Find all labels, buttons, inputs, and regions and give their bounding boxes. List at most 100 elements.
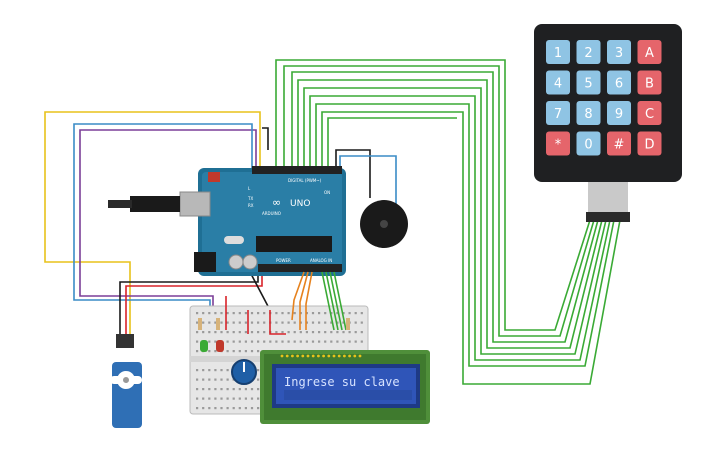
- keypad-key-label: 8: [584, 107, 592, 122]
- breadboard-hole: [250, 331, 254, 334]
- breadboard-hole: [220, 321, 223, 324]
- breadboard-hole: [293, 312, 296, 315]
- keypad-key[interactable]: [546, 70, 570, 95]
- breadboard-hole: [202, 397, 205, 400]
- breadboard-hole: [214, 397, 217, 400]
- breadboard-hole: [226, 331, 229, 334]
- breadboard-hole: [232, 350, 235, 353]
- led-green[interactable]: [200, 340, 208, 352]
- breadboard-hole: [196, 350, 199, 353]
- servo-motor[interactable]: [110, 334, 142, 428]
- keypad-key[interactable]: [637, 101, 662, 125]
- buzzer-wires: [335, 149, 397, 206]
- breadboard-hole: [287, 312, 290, 315]
- breadboard-hole: [202, 312, 205, 315]
- l-label: L: [248, 186, 251, 191]
- lcd-pin: [358, 354, 362, 358]
- breadboard-hole: [360, 312, 363, 315]
- breadboard-hole: [202, 378, 205, 381]
- breadboard-hole: [257, 331, 260, 334]
- breadboard-hole: [214, 321, 217, 324]
- led-red[interactable]: [216, 340, 224, 352]
- breadboard-hole: [214, 388, 217, 391]
- keypad-key[interactable]: [546, 101, 570, 125]
- breadboard-hole: [232, 340, 235, 343]
- breadboard-hole: [238, 321, 241, 324]
- lcd-pin: [343, 354, 346, 358]
- breadboard-hole: [281, 312, 284, 315]
- breadboard-hole: [244, 331, 247, 334]
- breadboard-hole: [342, 331, 345, 334]
- breadboard-hole: [232, 397, 235, 400]
- keypad-key[interactable]: [607, 131, 631, 156]
- breadboard-hole: [238, 407, 241, 410]
- keypad-key[interactable]: [576, 101, 601, 125]
- breadboard-hole: [275, 331, 278, 334]
- breadboard-hole: [244, 388, 247, 391]
- keypad-key[interactable]: [637, 131, 662, 156]
- keypad-key[interactable]: [607, 40, 631, 64]
- keypad-key[interactable]: [576, 131, 601, 156]
- piezo-buzzer[interactable]: [360, 200, 408, 248]
- breadboard-hole: [342, 312, 345, 315]
- breadboard-hole: [330, 340, 333, 343]
- potentiometer[interactable]: [231, 359, 257, 385]
- breadboard-hole: [244, 340, 247, 343]
- breadboard-hole: [348, 331, 351, 334]
- breadboard-hole: [232, 407, 235, 410]
- lcd-pin: [296, 354, 299, 358]
- digital-label: DIGITAL (PWM~): [288, 178, 322, 183]
- breadboard-hole: [281, 331, 284, 334]
- breadboard-hole: [220, 407, 223, 410]
- breadboard-hole: [196, 331, 199, 334]
- usb-port: [179, 191, 211, 217]
- breadboard-hole: [324, 312, 327, 315]
- breadboard-hole: [196, 397, 199, 400]
- keypad-key-label: 6: [615, 77, 623, 92]
- breadboard-hole: [232, 388, 235, 391]
- keypad-key[interactable]: [576, 70, 601, 95]
- keypad-key[interactable]: [546, 40, 570, 64]
- breadboard-hole: [354, 331, 357, 334]
- keypad-key-label: 9: [615, 107, 623, 122]
- breadboard-hole: [342, 321, 345, 324]
- breadboard-hole: [208, 312, 211, 315]
- lcd-pin: [285, 354, 289, 358]
- reset-button[interactable]: [208, 172, 220, 182]
- breadboard-hole: [318, 312, 321, 315]
- breadboard-hole: [250, 407, 254, 410]
- lcd-pin: [348, 354, 351, 358]
- breadboard-hole: [257, 312, 260, 315]
- keypad-key[interactable]: [637, 40, 662, 64]
- keypad-key[interactable]: [576, 40, 601, 64]
- breadboard-hole: [293, 331, 296, 334]
- breadboard-hole: [336, 331, 339, 334]
- breadboard-hole: [238, 397, 241, 400]
- breadboard-hole: [226, 312, 229, 315]
- breadboard-hole: [250, 350, 254, 353]
- breadboard-hole: [275, 321, 278, 324]
- keypad-key[interactable]: [607, 70, 631, 95]
- breadboard-hole: [226, 350, 229, 353]
- lcd-pin: [337, 354, 341, 358]
- breadboard-hole: [214, 312, 217, 315]
- breadboard-hole: [244, 312, 247, 315]
- keypad-key[interactable]: [546, 131, 570, 156]
- keypad-key[interactable]: [607, 101, 631, 125]
- keypad-key-label: C: [645, 107, 654, 122]
- breadboard-hole: [232, 321, 235, 324]
- keypad-key-label: 2: [584, 46, 592, 61]
- breadboard-hole: [196, 407, 199, 410]
- keypad-key[interactable]: [637, 70, 662, 95]
- breadboard-hole: [244, 321, 247, 324]
- keypad-key-label: D: [644, 138, 654, 153]
- breadboard-hole: [311, 321, 315, 324]
- lcd-16x2[interactable]: Ingrese su clave: [260, 350, 430, 424]
- arduino-uno-board[interactable]: ∞ UNO ARDUINO DIGITAL (PWM~) ANALOG IN P…: [108, 166, 346, 276]
- breadboard-hole: [305, 340, 308, 343]
- keypad-key-label: 4: [554, 77, 562, 92]
- breadboard-hole: [250, 340, 254, 343]
- rx-label: RX: [248, 203, 254, 208]
